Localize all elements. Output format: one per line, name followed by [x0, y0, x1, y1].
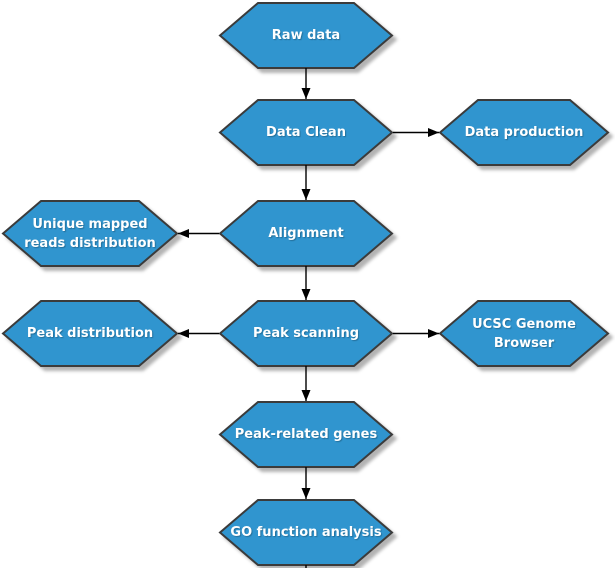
hexagon-peak-related-genes [218, 401, 394, 468]
hexagon-peak-distribution [1, 300, 179, 367]
hexagon-data-clean [218, 99, 394, 166]
hexagon-unique-mapped-reads-distribution [1, 200, 179, 267]
hexagon-ucsc-genome-browser [438, 300, 610, 367]
hexagon-alignment [218, 200, 394, 267]
hexagon-peak-scanning [218, 300, 394, 367]
hexagon-raw-data [218, 1, 394, 69]
hexagon-data-production [438, 99, 610, 166]
hexagon-go-function-analysis [218, 499, 394, 566]
